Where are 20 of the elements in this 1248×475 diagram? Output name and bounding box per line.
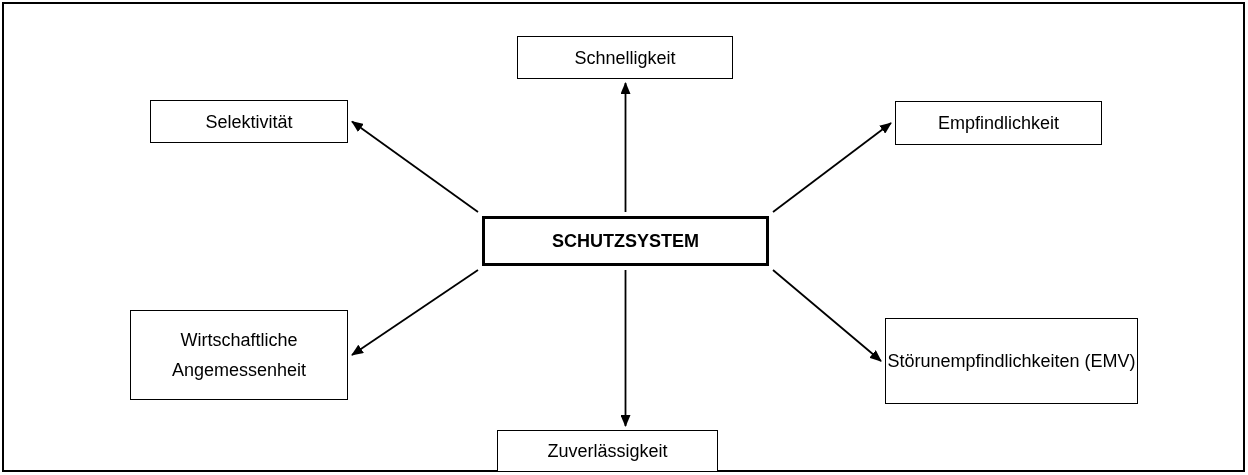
process-box <box>895 101 1102 145</box>
box-label: Empfindlichkeit <box>937 112 1060 135</box>
arrow <box>772 122 892 213</box>
arrow <box>620 269 631 427</box>
arrow <box>351 120 479 213</box>
process-box <box>130 310 348 400</box>
arrow <box>351 269 479 356</box>
process-box <box>150 100 348 143</box>
central-box <box>482 216 769 266</box>
box-label: Schnelligkeit <box>574 46 676 70</box>
box-label: Störunempfindlichkeiten (EMV) <box>887 350 1136 373</box>
box-label: Selektivität <box>205 110 293 134</box>
arrow <box>620 82 631 213</box>
box-label: SCHUTZSYSTEM <box>552 230 699 253</box>
arrow <box>772 269 882 362</box>
box-label: Zuverlässigkeit <box>547 440 668 463</box>
process-box <box>517 36 733 79</box>
process-box <box>497 430 718 472</box>
box-label: Wirtschaftliche Angemessenheit <box>170 329 308 382</box>
process-box <box>885 318 1138 404</box>
